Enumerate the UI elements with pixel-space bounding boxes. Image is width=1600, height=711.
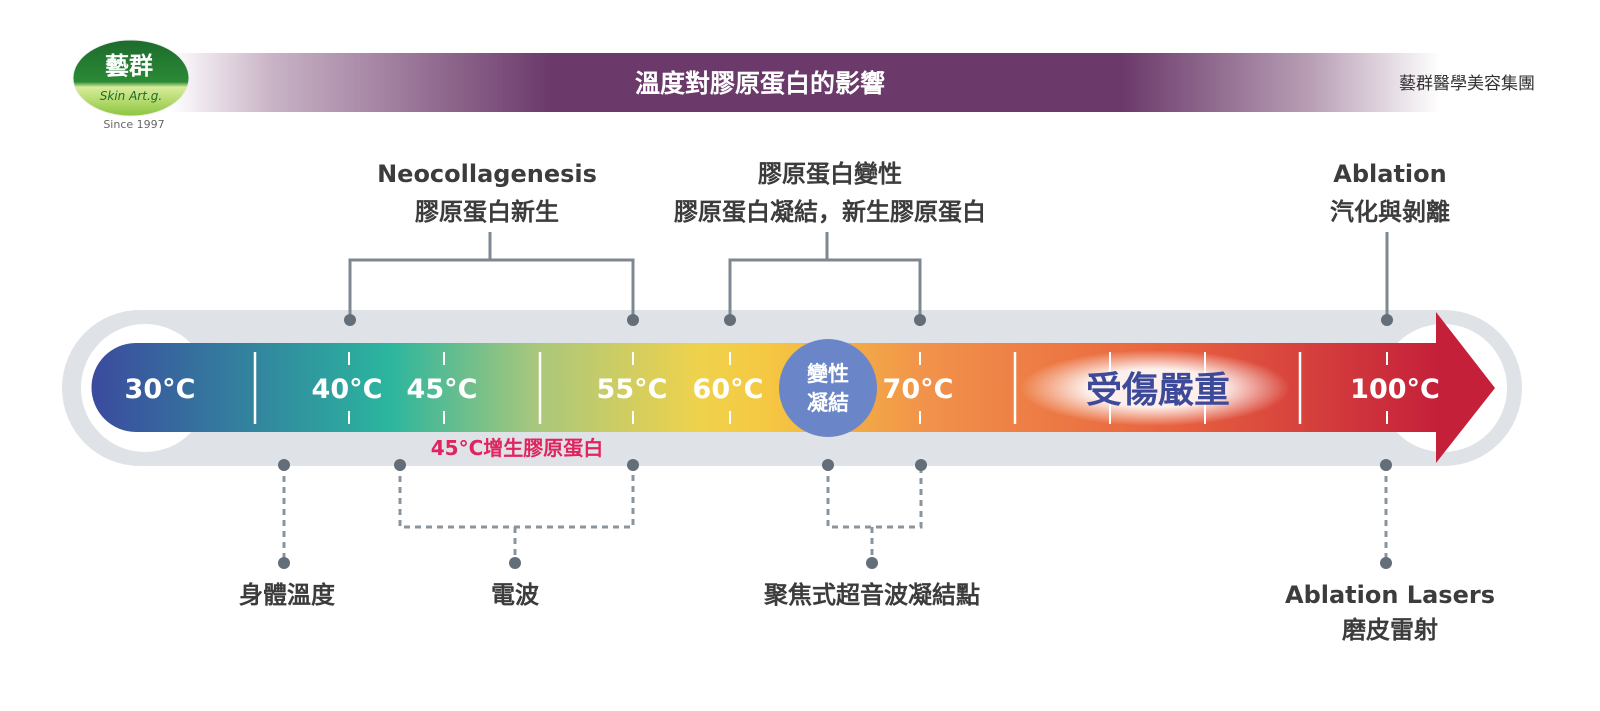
page-title: 溫度對膠原蛋白的影響 — [635, 69, 885, 98]
logo: 藝群 Skin Art.g. Since 1997 — [72, 39, 190, 131]
label-30c: 30°C — [125, 374, 196, 405]
note-45c: 45°C增生膠原蛋白 — [431, 436, 604, 460]
denature-circle — [779, 339, 877, 437]
denature-line2: 膠原蛋白凝結，新生膠原蛋白 — [674, 198, 986, 226]
severe-glow — [1020, 350, 1290, 426]
bottom-brackets — [282, 465, 1388, 563]
label-40c: 40°C — [312, 374, 383, 405]
ablation-en: Ablation — [1333, 160, 1446, 188]
denature-line1: 膠原蛋白變性 — [758, 160, 902, 188]
hifu-label: 聚焦式超音波凝結點 — [763, 581, 980, 609]
logo-en: Skin Art.g. — [100, 89, 162, 103]
since-text: Since 1997 — [103, 118, 164, 131]
neocollagenesis-cn: 膠原蛋白新生 — [415, 198, 559, 226]
neocollagenesis-en: Neocollagenesis — [377, 160, 597, 188]
ablation-cn: 汽化與剝離 — [1330, 198, 1450, 226]
rf-label: 電波 — [491, 581, 540, 609]
header-bar — [170, 53, 1440, 112]
circle-line1: 變性 — [807, 362, 849, 386]
top-brackets — [348, 232, 1389, 320]
label-45c: 45°C — [407, 374, 478, 405]
body-temp-label: 身體溫度 — [239, 581, 336, 609]
logo-cn: 藝群 — [105, 52, 153, 80]
label-70c: 70°C — [883, 374, 954, 405]
ablation-lasers-en: Ablation Lasers — [1285, 581, 1495, 609]
circle-line2: 凝結 — [807, 391, 849, 415]
severe-damage-label: 受傷嚴重 — [1086, 370, 1230, 411]
label-55c: 55°C — [597, 374, 668, 405]
scale-ticks — [253, 352, 1388, 424]
ablation-lasers-cn: 磨皮雷射 — [1342, 616, 1438, 644]
label-100c: 100°C — [1350, 374, 1440, 405]
company-name: 藝群醫學美容集團 — [1399, 74, 1535, 94]
label-60c: 60°C — [693, 374, 764, 405]
